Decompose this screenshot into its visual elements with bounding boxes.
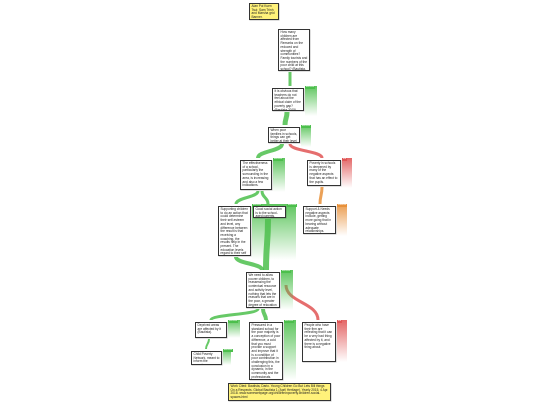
link-r7-r9	[205, 338, 210, 350]
support-panel	[284, 320, 296, 380]
link-r3-r5	[260, 190, 270, 205]
support-panel	[305, 86, 317, 116]
reason-box[interactable]: The effectiveness of a school, particula…	[240, 160, 272, 190]
objection-panel	[337, 320, 347, 362]
main-claim[interactable]: How many children are affected from Rema…	[278, 29, 310, 71]
objection-tag: but	[337, 320, 343, 323]
reason-text: Child Poverty Network, meant to inform t…	[193, 352, 220, 364]
rebuttal-text: Support & Needs negative aspects include…	[305, 207, 332, 234]
main-claim-text: How many children are affected from Rema…	[280, 30, 308, 71]
objection-box[interactable]: Poverty in schools is deepened by many o…	[307, 160, 341, 186]
reason-tag: because	[223, 349, 234, 352]
link-r2-o1	[288, 143, 324, 159]
reason-text: It is obvious that teachers do not feel …	[274, 89, 301, 111]
link-o1-w1	[318, 186, 324, 205]
link-r2-r3	[256, 143, 284, 159]
support-panel	[273, 158, 285, 192]
support-panel	[228, 320, 240, 338]
reason-box[interactable]: We need to allow poorer children, to rea…	[246, 272, 280, 308]
rebuttal-tag: however	[337, 204, 348, 207]
reason-tag: because	[305, 86, 316, 89]
reason-text: Good social action is to the school-aged…	[255, 207, 282, 218]
reason-tag: because	[301, 125, 312, 128]
references-note[interactable]: Work Cited: Bautista, Dario. Young Child…	[228, 383, 331, 401]
reason-text: Pressured in a standard school for the p…	[251, 323, 281, 379]
reason-tag: because	[252, 204, 263, 207]
objection-panel	[342, 158, 352, 188]
reason-text: Supporting children to do an action that…	[220, 207, 248, 256]
reason-tag: because	[281, 270, 292, 273]
reason-tag: because	[228, 320, 239, 323]
reason-box[interactable]: Good social action is to the school-aged…	[253, 206, 286, 218]
intro-note-text: Alan Pui Kuen Tsui: Sam Trinh and Marsha…	[251, 4, 275, 20]
reason-tag: because	[284, 320, 295, 323]
reason-text: When poor families in schools, things ca…	[270, 128, 298, 143]
references-note-text: Work Cited: Bautista, Dario. Young Child…	[230, 384, 329, 400]
objection-text: People who have their firm are reflectin…	[304, 323, 333, 350]
reason-box[interactable]: Supporting children to do an action that…	[218, 206, 251, 256]
support-panel	[223, 349, 231, 365]
reason-box[interactable]: It is obvious that teachers do not feel …	[272, 88, 304, 111]
reason-box[interactable]: Deprived areas are affected by it (Bauti…	[195, 322, 227, 338]
reason-box[interactable]: When poor families in schools, things ca…	[268, 127, 300, 143]
reason-box[interactable]: Child Poverty Network, meant to inform t…	[191, 351, 222, 365]
reason-box[interactable]: Pressured in a standard school for the p…	[249, 322, 283, 380]
link-r3-r4	[234, 190, 260, 205]
reason-tag: because	[287, 204, 298, 207]
rebuttal-panel	[337, 204, 347, 236]
link-r1-r2	[282, 111, 290, 126]
link-r6-r8	[261, 308, 268, 321]
reason-text: The effectiveness of a school, particula…	[242, 161, 269, 188]
support-panel	[281, 270, 293, 310]
intro-note[interactable]: Alan Pui Kuen Tsui: Sam Trinh and Marsha…	[249, 3, 279, 20]
objection-tag: but	[342, 158, 348, 161]
reason-tag: because	[273, 158, 284, 161]
reason-text: We need to allow poorer children, to rea…	[248, 273, 277, 307]
link-r4-r6	[234, 256, 264, 271]
support-panel	[301, 125, 311, 147]
objection-text: Poverty in schools is deepened by many o…	[309, 161, 338, 184]
rebuttal-box[interactable]: Support & Needs negative aspects include…	[303, 206, 336, 234]
link-r6-r7	[209, 307, 260, 322]
reason-text: Deprived areas are affected by it (Bauti…	[197, 323, 222, 335]
objection-box[interactable]: People who have their firm are reflectin…	[302, 322, 336, 362]
